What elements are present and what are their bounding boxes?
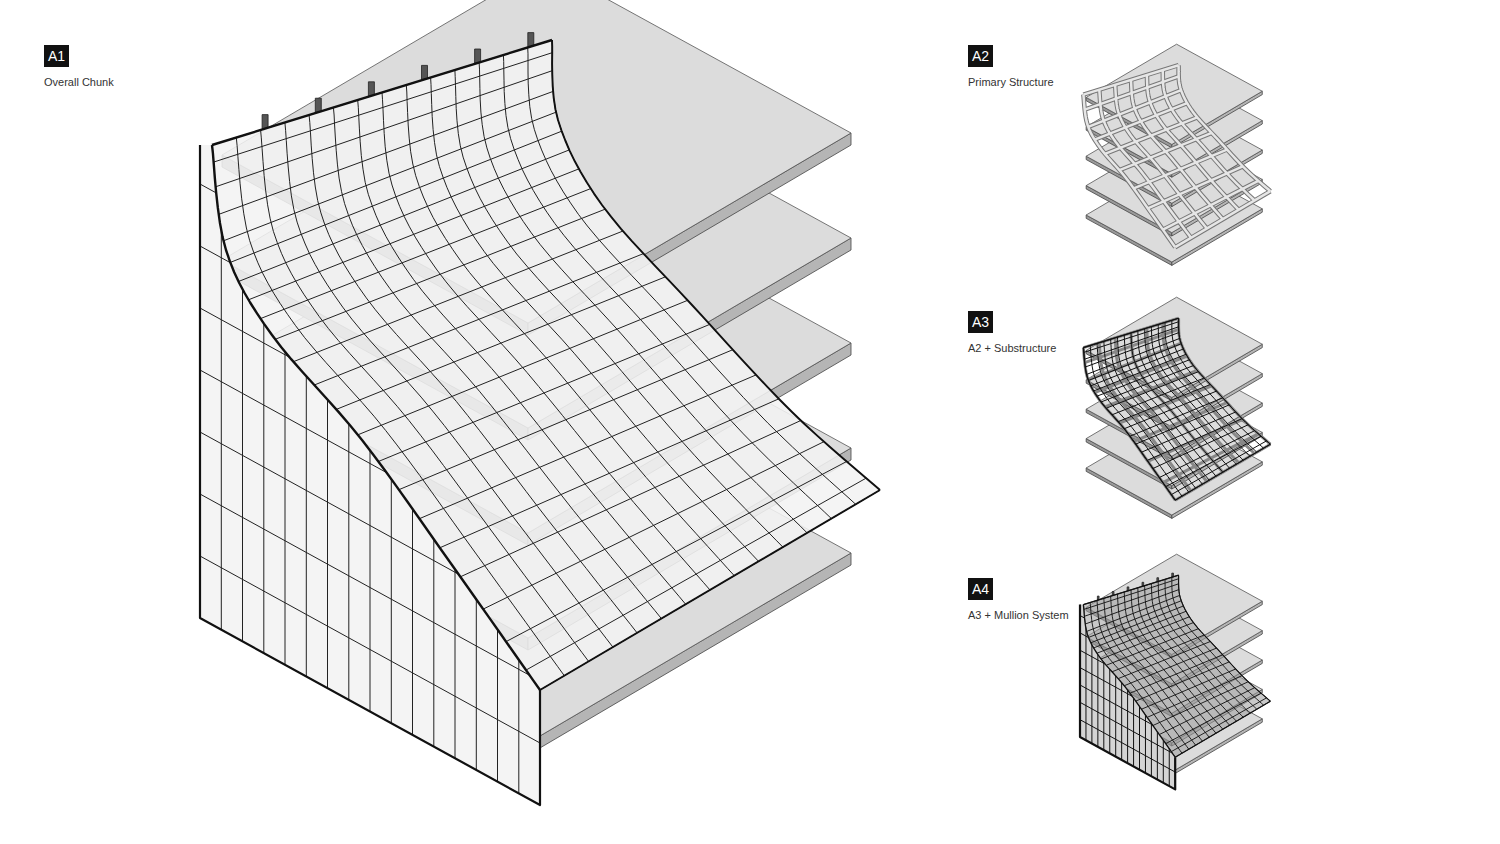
substructure-drawing [1083, 297, 1270, 518]
view-number: A3 [968, 311, 993, 333]
mullion-system-drawing [1080, 554, 1270, 807]
view-label: A2Primary Structure [968, 45, 1054, 88]
view-caption: A3 + Mullion System [968, 609, 1069, 621]
view-caption: Overall Chunk [44, 76, 114, 88]
overall-chunk-drawing [200, 0, 880, 844]
view-number: A4 [968, 578, 993, 600]
view-number: A1 [44, 45, 69, 67]
primary-structure-drawing [1083, 44, 1270, 265]
view-caption: Primary Structure [968, 76, 1054, 88]
view-caption: A2 + Substructure [968, 342, 1056, 354]
view-number: A2 [968, 45, 993, 67]
view-label: A1Overall Chunk [44, 45, 114, 88]
view-label: A4 A3 + Mullion System [968, 578, 1069, 621]
view-label: A3 A2 + Substructure [968, 311, 1056, 354]
